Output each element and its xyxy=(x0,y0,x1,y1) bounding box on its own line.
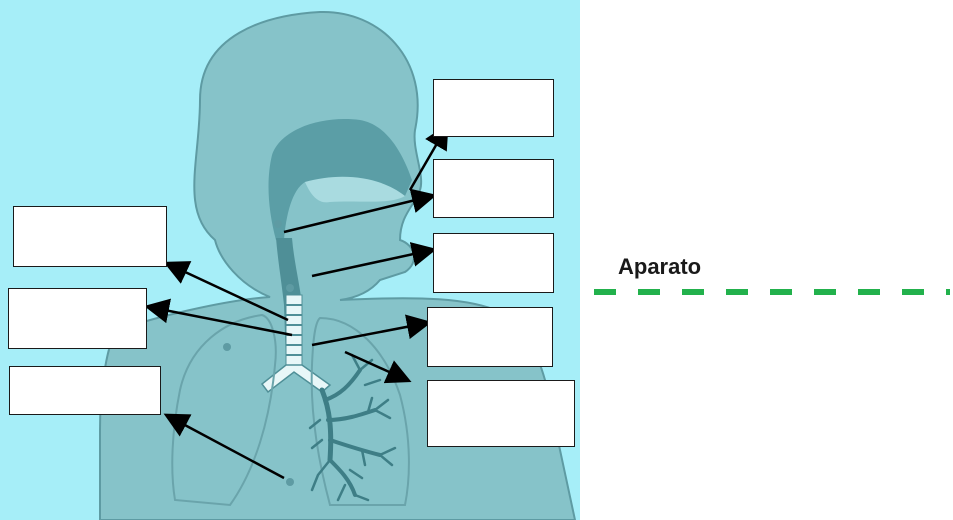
title-panel: Aparato xyxy=(590,240,953,320)
label-box-text xyxy=(434,80,553,136)
label-box-text xyxy=(14,207,166,266)
label-box-right-4[interactable] xyxy=(427,307,553,367)
label-box-text xyxy=(434,234,553,292)
title-word: Aparato xyxy=(618,254,701,280)
label-box-left-2[interactable] xyxy=(8,288,147,349)
answer-dashed-line[interactable] xyxy=(590,286,953,298)
label-box-left-1[interactable] xyxy=(13,206,167,267)
label-box-text xyxy=(434,160,553,217)
label-box-left-3[interactable] xyxy=(9,366,161,415)
label-box-right-3[interactable] xyxy=(433,233,554,293)
label-box-top-right-1[interactable] xyxy=(433,79,554,137)
label-box-top-right-2[interactable] xyxy=(433,159,554,218)
label-box-text xyxy=(428,308,552,366)
label-box-text xyxy=(10,367,160,414)
label-box-text xyxy=(428,381,574,446)
label-box-text xyxy=(9,289,146,348)
label-box-right-5[interactable] xyxy=(427,380,575,447)
